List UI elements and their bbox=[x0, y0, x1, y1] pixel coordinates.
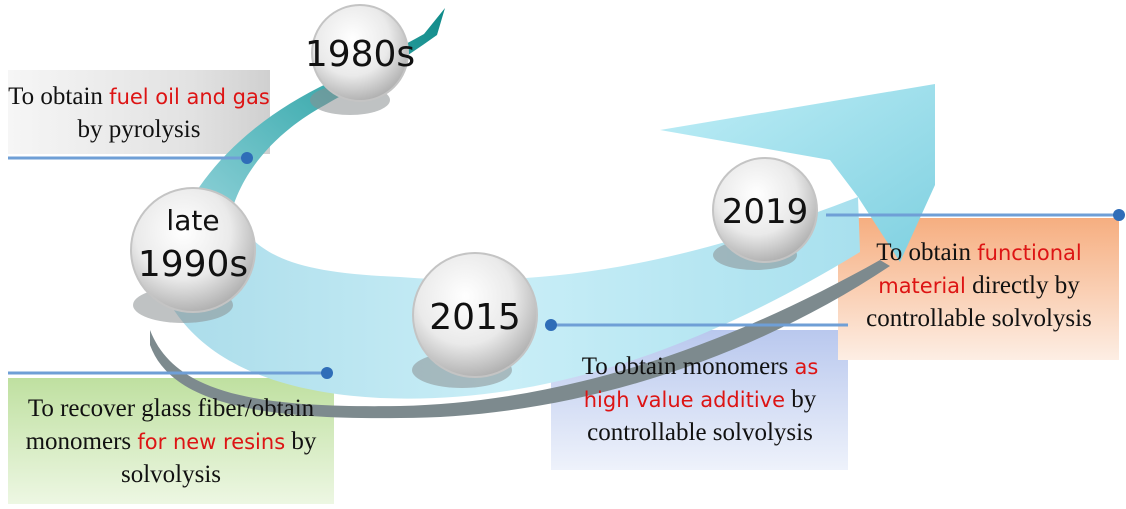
connector-glass-fiber bbox=[8, 367, 333, 379]
arrow-head bbox=[660, 84, 935, 262]
note-pyrolysis-pre: To obtain bbox=[8, 83, 110, 110]
note-monomers-pre: To obtain monomers bbox=[581, 353, 795, 380]
note-glass-fiber-pre: To recover glass fiber/obtain monomers bbox=[25, 395, 315, 455]
note-functional-pre: To obtain bbox=[876, 239, 978, 266]
arrow-shadow bbox=[150, 260, 890, 419]
note-monomers: To obtain monomers as high value additiv… bbox=[560, 350, 840, 449]
note-functional: To obtain functional material directly b… bbox=[846, 236, 1112, 335]
milestone-late-1990s-line1: late bbox=[166, 204, 219, 237]
note-monomers-post: by controllable solvolysis bbox=[587, 386, 817, 446]
connector-functional bbox=[826, 209, 1125, 221]
milestone-1980s: 1980s bbox=[305, 4, 415, 115]
note-functional-highlight: functional material bbox=[878, 241, 1082, 298]
note-pyrolysis-highlight: fuel oil and gas bbox=[109, 85, 270, 109]
note-glass-fiber: To recover glass fiber/obtain monomers f… bbox=[14, 392, 328, 491]
note-pyrolysis-post: by pyrolysis bbox=[77, 116, 201, 143]
note-glass-fiber-post: by solvolysis bbox=[120, 428, 317, 488]
milestone-2015: 2015 bbox=[412, 252, 538, 388]
note-pyrolysis: To obtain fuel oil and gas by pyrolysis bbox=[8, 80, 270, 146]
note-box-pyrolysis-bg bbox=[8, 70, 270, 154]
milestone-2015-year: 2015 bbox=[429, 297, 521, 338]
connector-pyrolysis bbox=[8, 152, 253, 164]
note-box-functional-bg bbox=[838, 218, 1119, 360]
note-glass-fiber-highlight: for new resins bbox=[137, 430, 286, 454]
milestone-2019: 2019 bbox=[712, 157, 818, 270]
milestone-1980s-year: 1980s bbox=[305, 34, 415, 75]
connector-monomers bbox=[545, 319, 848, 331]
milestone-late-1990s-line2: 1990s bbox=[138, 244, 248, 285]
note-functional-post: directly by controllable solvolysis bbox=[866, 272, 1092, 332]
milestone-late-1990s: late 1990s bbox=[130, 187, 256, 323]
note-monomers-highlight: as high value additive bbox=[583, 355, 819, 412]
milestone-2019-year: 2019 bbox=[722, 192, 809, 232]
note-box-glass-fiber-bg bbox=[8, 378, 334, 504]
